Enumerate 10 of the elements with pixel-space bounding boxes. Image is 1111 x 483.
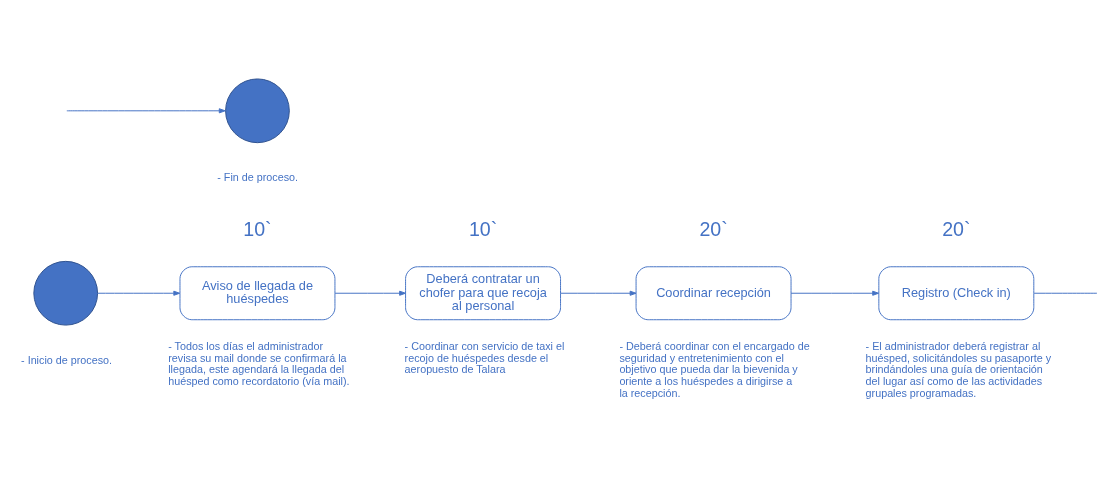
node-label: - Todos los días el administrador revisa su mail donde se confirmará la llegada, este agendará la llegada del huésped como recordatorio (vía mail). bbox=[168, 339, 350, 388]
node-label: 20` bbox=[942, 218, 971, 241]
node-label: - Fin de proceso. bbox=[217, 171, 299, 184]
node-label: - Coordinar con servicio de taxi el recojo de huéspedes desde el aeropuesto de Talara bbox=[404, 339, 565, 376]
node-label: - El administrador deberá registrar al huésped, solicitándoles su pasaporte y brindándoles una guía de orientación del lugar así como de las actividades grupales programadas. bbox=[865, 339, 1052, 400]
node-label: - Inicio de proceso. bbox=[21, 353, 113, 366]
node-label: - Deberá coordinar con el encargado de seguridad y entretenimiento con el objetivo que pueda dar la bievenida y oriente a los huéspedes a dirigirse a la recepción. bbox=[619, 339, 810, 400]
node-label: 10` bbox=[243, 218, 272, 241]
node-label: 20` bbox=[699, 218, 728, 241]
node-label: 10` bbox=[468, 218, 498, 241]
